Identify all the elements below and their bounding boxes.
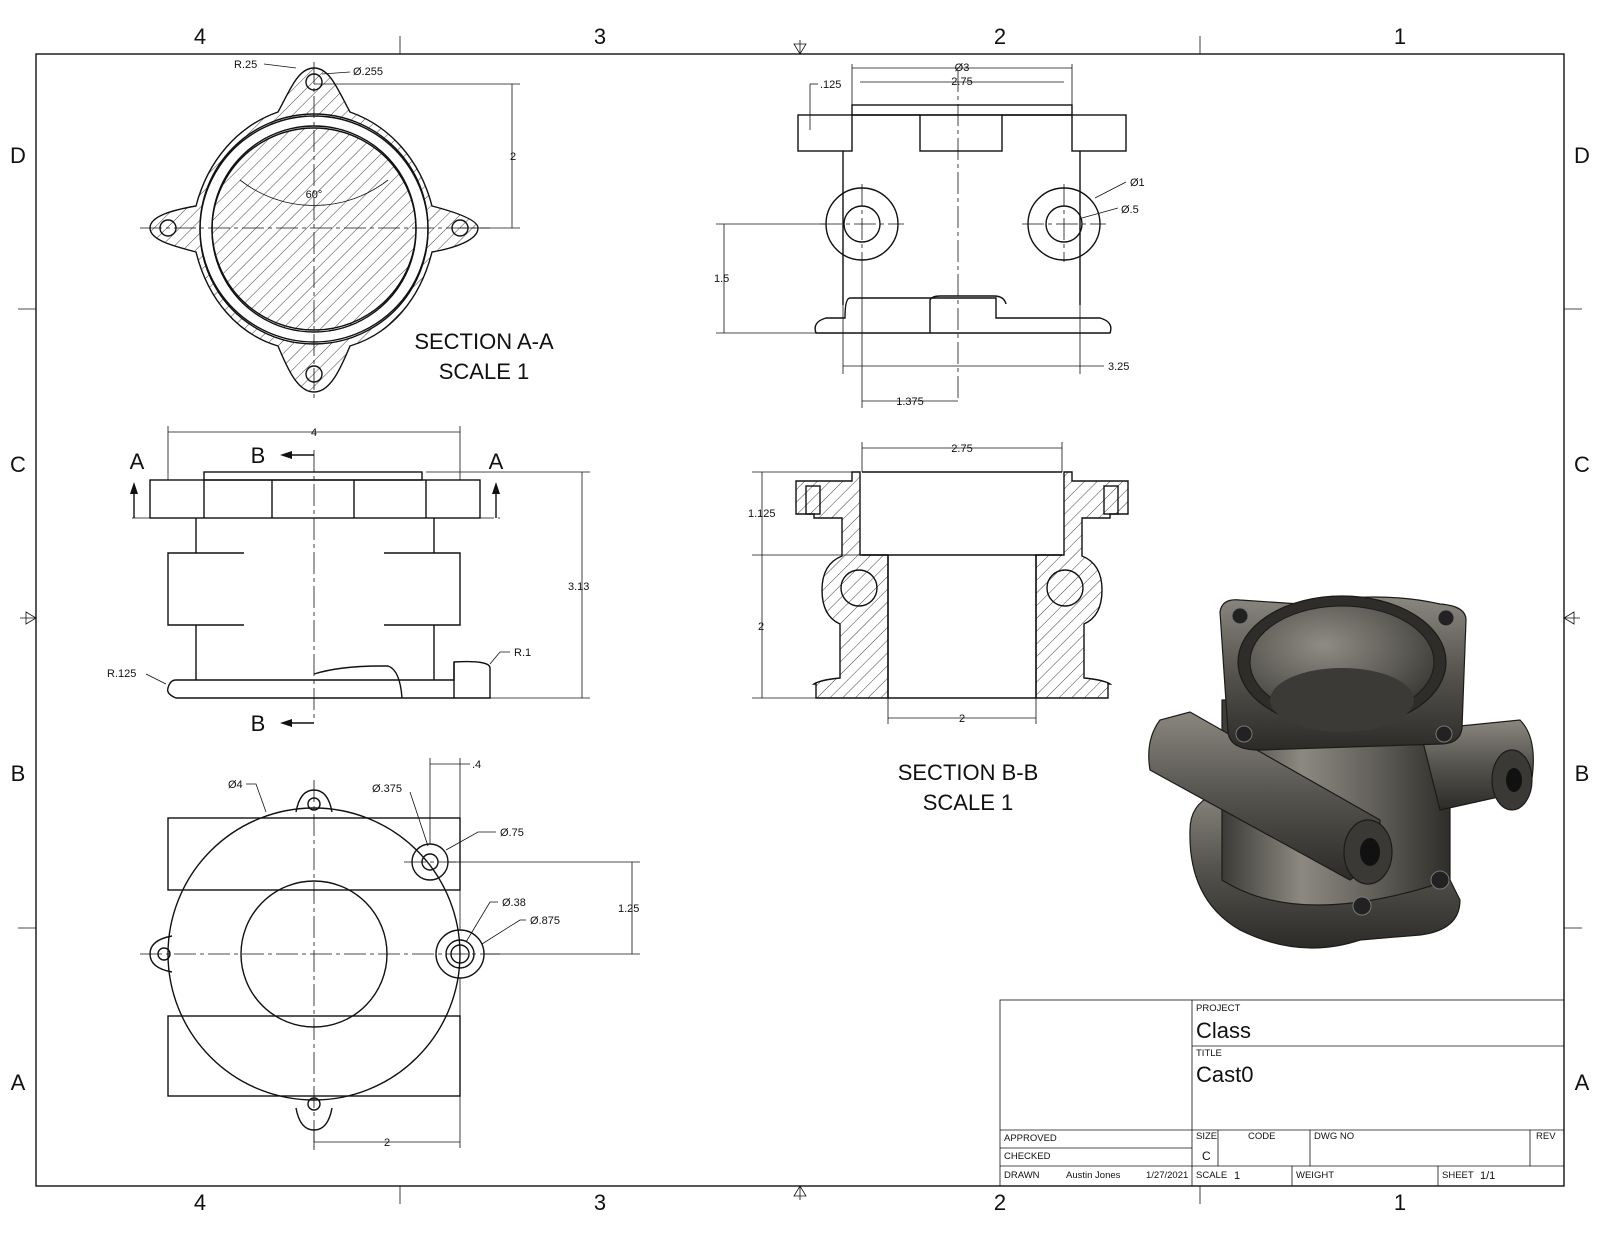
- scale-value: 1: [1234, 1170, 1240, 1182]
- zone-labels: 4 3 2 1 4 3 2 1 D C B A D C B A: [10, 24, 1590, 1215]
- dim-hole1-bottom: Ø.375: [372, 783, 402, 795]
- sheet-border: [18, 36, 1582, 1204]
- dim-angle: 60°: [306, 189, 323, 201]
- scale-label: SCALE: [1196, 1170, 1227, 1181]
- dim-offset-bottom: .4: [472, 759, 481, 771]
- zone-col-3-bottom: 3: [594, 1190, 606, 1215]
- section-b-top: B: [251, 443, 266, 468]
- dim-bore: Ø.5: [1121, 204, 1139, 216]
- dim-boss2-bottom: Ø.875: [530, 915, 560, 927]
- section-aa-view: 60° 2 R.25 Ø.255 SECTION A-A SCALE 1: [140, 59, 554, 398]
- zone-row-c: C: [10, 452, 26, 477]
- title-label: TITLE: [1196, 1048, 1222, 1059]
- dim-horiz-bottom: 2: [384, 1137, 390, 1149]
- dim-height-front: 3.13: [568, 581, 589, 593]
- zone-col-1-bottom: 1: [1394, 1190, 1406, 1215]
- section-a-left: A: [130, 449, 145, 474]
- dim-offset-side: 1.375: [896, 396, 924, 408]
- dim-r-corner: R.25: [234, 59, 257, 71]
- bottom-view: Ø4 Ø.375 .4 Ø.75 Ø.38 Ø.875 1.25 2: [140, 758, 640, 1150]
- zone-row-d-right: D: [1574, 143, 1590, 168]
- code-label: CODE: [1248, 1131, 1275, 1142]
- zone-col-1: 1: [1394, 24, 1406, 49]
- section-bb-view: 2.75 1.125 2 2 SECTION B-B SCALE 1: [748, 442, 1129, 815]
- section-aa-scale: SCALE 1: [439, 359, 530, 384]
- section-bb-title: SECTION B-B: [898, 760, 1039, 785]
- zone-col-3: 3: [594, 24, 606, 49]
- dim-flange-step: .125: [820, 79, 841, 91]
- size-value: C: [1202, 1149, 1211, 1163]
- drawn-by: Austin Jones: [1066, 1170, 1121, 1181]
- zone-row-a-right: A: [1575, 1070, 1590, 1095]
- zone-row-d: D: [10, 143, 26, 168]
- checked-label: CHECKED: [1004, 1151, 1051, 1162]
- zone-col-2: 2: [994, 24, 1006, 49]
- dim-hole2-bottom: Ø.38: [502, 897, 526, 909]
- zone-row-a: A: [11, 1070, 26, 1095]
- zone-col-2-bottom: 2: [994, 1190, 1006, 1215]
- project-value: Class: [1196, 1018, 1251, 1043]
- approved-label: APPROVED: [1004, 1133, 1057, 1144]
- size-label: SIZE: [1196, 1131, 1217, 1142]
- dim-width-side: 3.25: [1108, 361, 1129, 373]
- section-b-bottom: B: [251, 711, 266, 736]
- zone-row-b-right: B: [1575, 761, 1590, 786]
- title-block: PROJECT Class TITLE Cast0 APPROVED CHECK…: [999, 999, 1565, 1187]
- dim-inner-dia: 2.75: [951, 76, 972, 88]
- side-view: Ø3 2.75 .125 1.5 3.25 1.375 Ø1 Ø.5: [714, 62, 1145, 408]
- project-label: PROJECT: [1196, 1003, 1241, 1014]
- section-bb-scale: SCALE 1: [923, 790, 1014, 815]
- zone-row-c-right: C: [1574, 452, 1590, 477]
- dim-fillet-left: R.125: [107, 668, 136, 680]
- drawn-date: 1/27/2021: [1146, 1170, 1188, 1181]
- zone-col-4: 4: [194, 24, 206, 49]
- rev-label: REV: [1536, 1131, 1556, 1142]
- dim-top-dia-bb: 2.75: [951, 443, 972, 455]
- sheet-value: 1/1: [1480, 1170, 1495, 1182]
- dim-fillet-right: R.1: [514, 647, 531, 659]
- sheet-label: SHEET: [1442, 1170, 1474, 1181]
- dim-boss1-bottom: Ø.75: [500, 827, 524, 839]
- dim-upper-h-bb: 1.125: [748, 508, 776, 520]
- dim-outer-bottom: Ø4: [228, 779, 243, 791]
- zone-col-4-bottom: 4: [194, 1190, 206, 1215]
- isometric-render: [1148, 595, 1534, 949]
- dim-boss: Ø1: [1130, 177, 1145, 189]
- section-a-right: A: [489, 449, 504, 474]
- dim-height: 2: [510, 151, 516, 163]
- dim-vert-bottom: 1.25: [618, 903, 639, 915]
- zone-row-b: B: [11, 761, 26, 786]
- dim-height-side: 1.5: [714, 273, 729, 285]
- weight-label: WEIGHT: [1296, 1170, 1334, 1181]
- dim-width-front: 4: [311, 427, 317, 439]
- dim-hole: Ø.255: [353, 66, 383, 78]
- dim-outer-dia: Ø3: [955, 62, 970, 74]
- dim-lower-h-bb: 2: [758, 621, 764, 633]
- dwg-no-label: DWG NO: [1314, 1131, 1354, 1142]
- front-view: A A B B 4 3.13 R.125 R.1: [107, 426, 590, 736]
- section-aa-title: SECTION A-A: [414, 329, 554, 354]
- title-value: Cast0: [1196, 1062, 1253, 1087]
- dim-bottom-dia-bb: 2: [959, 713, 965, 725]
- drawn-label: DRAWN: [1004, 1170, 1040, 1181]
